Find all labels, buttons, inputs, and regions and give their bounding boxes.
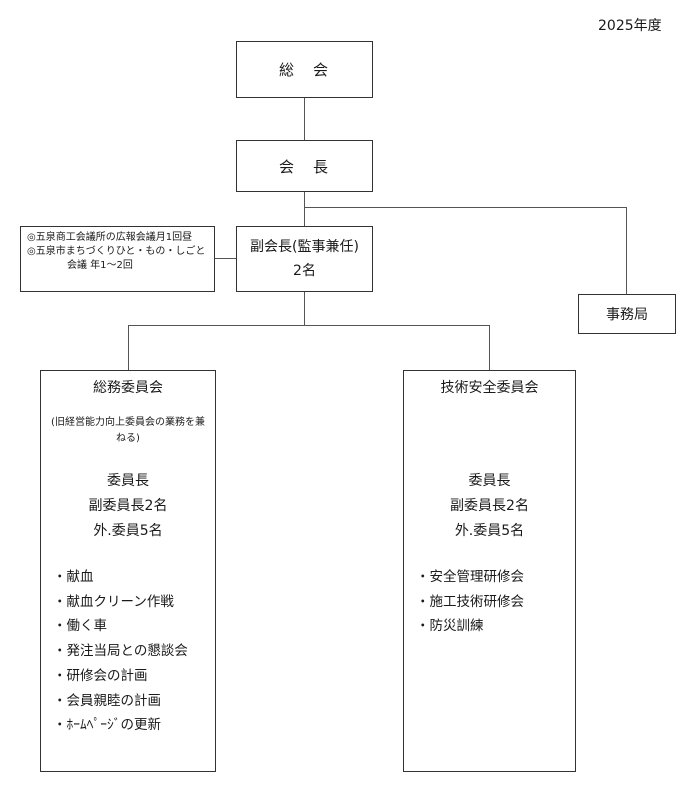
role-vice-chair: 副委員長2名 <box>450 498 529 514</box>
technical-safety-committee-box: 技術安全委員会 委員長 副委員長2名 外.委員5名 ・安全管理研修会 ・施工技術… <box>403 370 576 772</box>
vice-chairman-box: 副会長(監事兼任) 2名 <box>236 226 373 292</box>
committee-subtitle: (旧経営能力向上委員会の業務を兼ねる) <box>51 417 205 444</box>
connector-gijutsu <box>489 325 490 370</box>
secretariat-box: 事務局 <box>578 294 676 334</box>
list-item: ・献血クリーン作戦 <box>53 593 174 610</box>
general-assembly-box: 総 会 <box>236 41 373 98</box>
role-members: 外.委員5名 <box>454 523 525 539</box>
general-affairs-committee-box: 総務委員会 (旧経営能力向上委員会の業務を兼ねる) 委員長 副委員長2名 外.委… <box>40 370 216 772</box>
role-members: 外.委員5名 <box>93 523 163 539</box>
connector-vice-down <box>304 292 305 325</box>
general-assembly-label: 総 会 <box>278 61 330 79</box>
note-line-3: 会議 年1～2回 <box>67 260 133 271</box>
fiscal-year-label: 2025年度 <box>598 18 662 34</box>
connector-committees-horizontal <box>128 325 489 326</box>
connector-secretariat-vertical <box>626 207 627 294</box>
connector-chairman-vice <box>304 192 305 226</box>
committee-task-list: ・献血 ・献血クリーン作戦 ・働く車 ・発注当局との懇談会 ・研修会の計画 ・会… <box>53 565 211 738</box>
list-item: ・安全管理研修会 <box>416 569 524 585</box>
connector-secretariat-horizontal <box>304 207 627 208</box>
role-chair: 委員長 <box>468 473 511 489</box>
list-item: ・ﾎｰﾑﾍﾟｰｼﾞの更新 <box>53 717 161 734</box>
list-item: ・施工技術研修会 <box>416 593 524 610</box>
connector-soumu <box>128 325 129 370</box>
secretariat-label: 事務局 <box>606 307 648 323</box>
list-item: ・献血 <box>53 569 94 585</box>
note-line-1: ◎五泉商工会議所の広報会議月1回昼 <box>27 232 193 243</box>
role-vice-chair: 副委員長2名 <box>88 498 168 514</box>
note-line-2: ◎五泉市まちづくりひと・もの・しごと <box>27 246 206 257</box>
chairman-box: 会 長 <box>236 140 373 192</box>
committee-title: 総務委員会 <box>93 380 163 396</box>
list-item: ・働く車 <box>53 618 107 635</box>
list-item: ・防災訓練 <box>416 618 484 635</box>
role-chair: 委員長 <box>107 473 149 489</box>
vice-chairman-count: 2名 <box>293 263 316 279</box>
chairman-label: 会 長 <box>278 157 330 176</box>
vice-chairman-title: 副会長(監事兼任) <box>250 239 359 255</box>
meeting-note-box: ◎五泉商工会議所の広報会議月1回昼 ◎五泉市まちづくりひと・もの・しごと 会議 … <box>20 226 215 292</box>
committee-task-list: ・安全管理研修会 ・施工技術研修会 ・防災訓練 <box>416 565 571 639</box>
committee-title: 技術安全委員会 <box>440 380 539 396</box>
committee-roles: 委員長 副委員長2名 外.委員5名 <box>404 469 575 544</box>
connector-assembly-chairman <box>304 98 305 140</box>
connector-note-vice <box>215 258 236 259</box>
committee-roles: 委員長 副委員長2名 外.委員5名 <box>41 469 215 544</box>
list-item: ・発注当局との懇談会 <box>53 643 188 660</box>
list-item: ・会員親睦の計画 <box>53 692 161 709</box>
list-item: ・研修会の計画 <box>53 667 148 684</box>
